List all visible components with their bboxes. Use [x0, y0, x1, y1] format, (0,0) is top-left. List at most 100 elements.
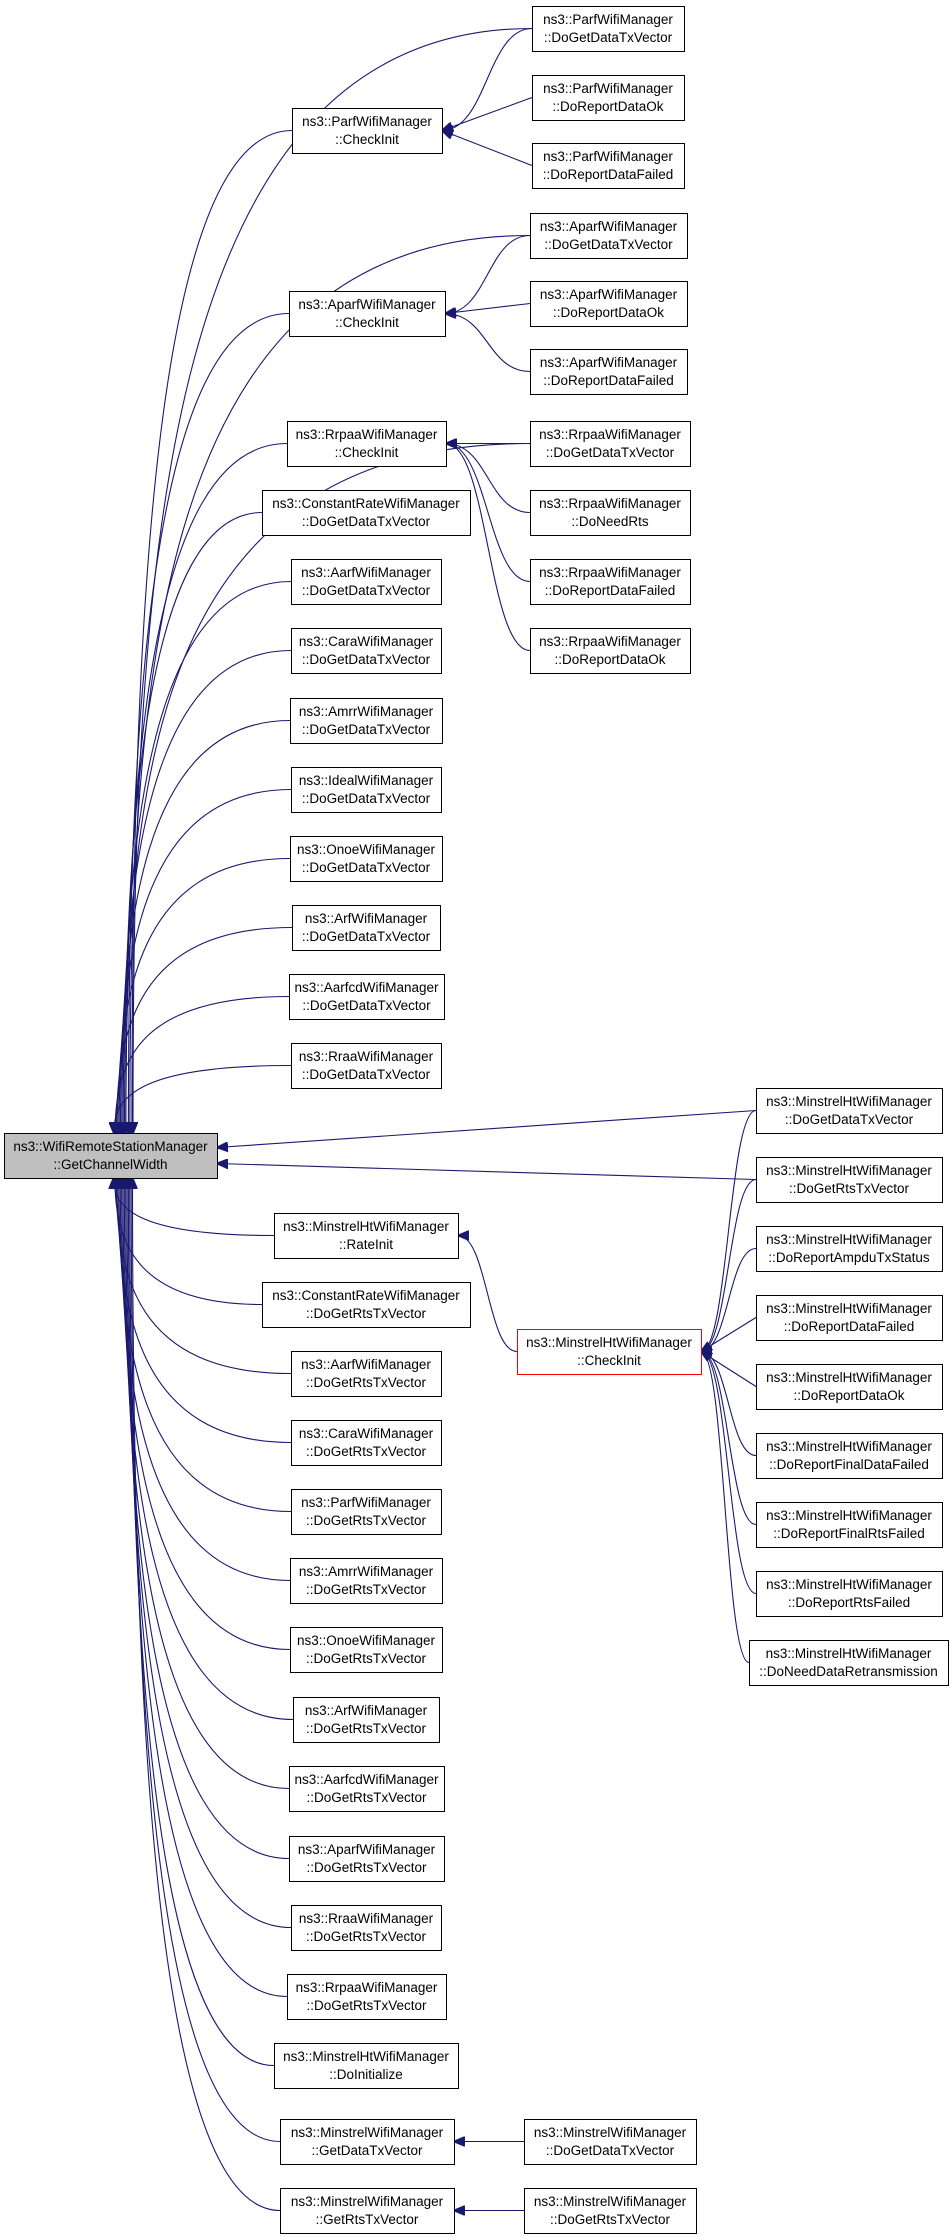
- node-label-line1: ns3::RrpaaWifiManager: [539, 634, 681, 649]
- node-label-line1: ns3::RrpaaWifiManager: [296, 427, 438, 442]
- graph-node-rrpaa-getdata[interactable]: ns3::RrpaaWifiManager::DoGetDataTxVector: [530, 421, 691, 467]
- graph-node-mht-ok[interactable]: ns3::MinstrelHtWifiManager::DoReportData…: [756, 1364, 943, 1410]
- call-edge: [127, 1178, 292, 1929]
- node-box: [530, 281, 688, 327]
- node-box: [289, 974, 445, 1020]
- graph-node-onoe-getdata[interactable]: ns3::OnoeWifiManager::DoGetDataTxVector: [290, 836, 443, 882]
- node-label-line2: ::DoGetDataTxVector: [785, 1112, 914, 1127]
- node-label-line1: ns3::ArfWifiManager: [305, 1703, 428, 1718]
- graph-node-mw-getdata[interactable]: ns3::MinstrelWifiManager::GetDataTxVecto…: [280, 2119, 455, 2165]
- node-label-line1: ns3::MinstrelWifiManager: [291, 2194, 444, 2209]
- graph-node-cara-getrts[interactable]: ns3::CaraWifiManager::DoGetRtsTxVector: [291, 1420, 442, 1466]
- graph-node-mw-dogetrts[interactable]: ns3::MinstrelWifiManager::DoGetRtsTxVect…: [524, 2188, 697, 2234]
- node-box: [290, 1558, 443, 1604]
- call-edge: [123, 580, 292, 1134]
- graph-node-rrpaa-getrts[interactable]: ns3::RrpaaWifiManager::DoGetRtsTxVector: [287, 1974, 447, 2020]
- node-label-line1: ns3::RraaWifiManager: [299, 1049, 434, 1064]
- call-edge: [445, 234, 531, 314]
- graph-node-parf-failed[interactable]: ns3::ParfWifiManager::DoReportDataFailed: [532, 143, 685, 189]
- graph-node-const-getrts[interactable]: ns3::ConstantRateWifiManager::DoGetRtsTx…: [262, 1282, 471, 1328]
- graph-node-arf-getrts[interactable]: ns3::ArfWifiManager::DoGetRtsTxVector: [293, 1697, 440, 1743]
- node-box: [532, 143, 685, 189]
- graph-node-aarfcd-getdata[interactable]: ns3::AarfcdWifiManager::DoGetDataTxVecto…: [289, 974, 445, 1020]
- node-box: [290, 1627, 443, 1673]
- graph-node-aparf-ok[interactable]: ns3::AparfWifiManager::DoReportDataOk: [530, 281, 688, 327]
- graph-node-parf-check[interactable]: ns3::ParfWifiManager::CheckInit: [292, 108, 443, 154]
- graph-node-parf-getrts[interactable]: ns3::ParfWifiManager::DoGetRtsTxVector: [291, 1489, 442, 1535]
- node-label-line2: ::DoGetDataTxVector: [302, 583, 431, 598]
- node-box: [756, 1571, 943, 1617]
- graph-node-mht-failed[interactable]: ns3::MinstrelHtWifiManager::DoReportData…: [756, 1295, 943, 1341]
- node-box: [756, 1226, 943, 1272]
- node-label-line1: ns3::AmrrWifiManager: [299, 1564, 434, 1579]
- node-label-line1: ns3::OnoeWifiManager: [297, 842, 436, 857]
- node-label-line2: ::DoReportDataFailed: [784, 1319, 915, 1334]
- call-edge: [124, 1178, 290, 1790]
- node-label-line2: ::RateInit: [339, 1237, 393, 1252]
- graph-node-rrpaa-needrts[interactable]: ns3::RrpaaWifiManager::DoNeedRts: [530, 490, 691, 536]
- graph-node-amrr-getrts[interactable]: ns3::AmrrWifiManager::DoGetRtsTxVector: [290, 1558, 443, 1604]
- node-label-line2: ::DoGetDataTxVector: [302, 652, 431, 667]
- node-label-line1: ns3::IdealWifiManager: [299, 773, 434, 788]
- node-label-line1: ns3::AparfWifiManager: [540, 219, 678, 234]
- graph-node-mht-rateinit[interactable]: ns3::MinstrelHtWifiManager::RateInit: [274, 1213, 459, 1259]
- graph-node-aparf-getrts[interactable]: ns3::AparfWifiManager::DoGetRtsTxVector: [289, 1836, 445, 1882]
- graph-node-amrr-getdata[interactable]: ns3::AmrrWifiManager::DoGetDataTxVector: [290, 698, 443, 744]
- graph-node-ideal-getdata[interactable]: ns3::IdealWifiManager::DoGetDataTxVector: [291, 767, 442, 813]
- graph-node-root[interactable]: ns3::WifiRemoteStationManager::GetChanne…: [4, 1133, 218, 1179]
- call-edge: [445, 302, 531, 314]
- graph-node-aparf-failed[interactable]: ns3::AparfWifiManager::DoReportDataFaile…: [530, 349, 688, 395]
- graph-node-rraa-getdata[interactable]: ns3::RraaWifiManager::DoGetDataTxVector: [291, 1043, 442, 1089]
- graph-node-aarfcd-getrts[interactable]: ns3::AarfcdWifiManager::DoGetRtsTxVector: [289, 1766, 445, 1812]
- node-box: [530, 213, 688, 259]
- node-box: [274, 2043, 459, 2089]
- graph-node-const-getdata[interactable]: ns3::ConstantRateWifiManager::DoGetDataT…: [262, 490, 471, 536]
- node-label-line1: ns3::RrpaaWifiManager: [296, 1980, 438, 1995]
- graph-node-cara-getdata[interactable]: ns3::CaraWifiManager::DoGetDataTxVector: [291, 628, 442, 674]
- graph-node-rraa-getrts[interactable]: ns3::RraaWifiManager::DoGetRtsTxVector: [291, 1905, 442, 1951]
- graph-node-mw-getrts[interactable]: ns3::MinstrelWifiManager::GetRtsTxVector: [280, 2188, 455, 2234]
- graph-node-mht-getdata[interactable]: ns3::MinstrelHtWifiManager::DoGetDataTxV…: [756, 1088, 943, 1134]
- graph-node-mht-rtsfailed[interactable]: ns3::MinstrelHtWifiManager::DoReportRtsF…: [756, 1571, 943, 1617]
- node-box: [532, 75, 685, 121]
- graph-node-aparf-getdata[interactable]: ns3::AparfWifiManager::DoGetDataTxVector: [530, 213, 688, 259]
- node-label-line1: ns3::ArfWifiManager: [305, 911, 428, 926]
- graph-node-mht-doinit[interactable]: ns3::MinstrelHtWifiManager::DoInitialize: [274, 2043, 459, 2089]
- node-label-line2: ::DoGetDataTxVector: [302, 722, 431, 737]
- graph-node-mht-ampdu[interactable]: ns3::MinstrelHtWifiManager::DoReportAmpd…: [756, 1226, 943, 1272]
- node-box: [274, 1213, 459, 1259]
- node-box: [291, 1905, 442, 1951]
- node-box: [530, 490, 691, 536]
- node-label-line1: ns3::AparfWifiManager: [298, 1842, 436, 1857]
- graph-node-onoe-getrts[interactable]: ns3::OnoeWifiManager::DoGetRtsTxVector: [290, 1627, 443, 1673]
- node-label-line1: ns3::MinstrelHtWifiManager: [766, 1094, 932, 1109]
- node-label-line1: ns3::MinstrelWifiManager: [291, 2125, 444, 2140]
- node-box: [532, 6, 685, 52]
- graph-node-mht-finaldata[interactable]: ns3::MinstrelHtWifiManager::DoReportFina…: [756, 1433, 943, 1479]
- graph-node-mht-getrts[interactable]: ns3::MinstrelHtWifiManager::DoGetRtsTxVe…: [756, 1157, 943, 1203]
- graph-node-mht-check[interactable]: ns3::MinstrelHtWifiManager::CheckInit: [517, 1329, 702, 1375]
- node-label-line2: ::DoGetRtsTxVector: [306, 1444, 427, 1459]
- graph-node-arf-getdata[interactable]: ns3::ArfWifiManager::DoGetDataTxVector: [292, 905, 441, 951]
- graph-node-parf-ok[interactable]: ns3::ParfWifiManager::DoReportDataOk: [532, 75, 685, 121]
- graph-node-aarf-getdata[interactable]: ns3::AarfWifiManager::DoGetDataTxVector: [291, 559, 442, 605]
- graph-node-aarf-getrts[interactable]: ns3::AarfWifiManager::DoGetRtsTxVector: [291, 1351, 442, 1397]
- node-label-line1: ns3::AparfWifiManager: [298, 297, 436, 312]
- node-label-line2: ::DoInitialize: [329, 2067, 403, 2082]
- graph-node-mht-finalrts[interactable]: ns3::MinstrelHtWifiManager::DoReportFina…: [756, 1502, 943, 1548]
- graph-node-mw-dogetdata[interactable]: ns3::MinstrelWifiManager::DoGetDataTxVec…: [524, 2119, 697, 2165]
- node-box: [293, 1697, 440, 1743]
- graph-node-rrpaa-check[interactable]: ns3::RrpaaWifiManager::CheckInit: [287, 421, 447, 467]
- call-edge: [128, 312, 290, 1134]
- node-label-line1: ns3::ParfWifiManager: [543, 12, 673, 27]
- graph-node-rrpaa-ok[interactable]: ns3::RrpaaWifiManager::DoReportDataOk: [530, 628, 691, 674]
- node-box: [291, 1420, 442, 1466]
- graph-node-rrpaa-failed[interactable]: ns3::RrpaaWifiManager::DoReportDataFaile…: [530, 559, 691, 605]
- call-edge: [701, 1352, 757, 1526]
- node-box: [530, 421, 691, 467]
- graph-node-mht-needretx[interactable]: ns3::MinstrelHtWifiManager::DoNeedDataRe…: [749, 1640, 949, 1686]
- node-label-line2: ::DoGetDataTxVector: [302, 929, 431, 944]
- graph-node-aparf-check[interactable]: ns3::AparfWifiManager::CheckInit: [289, 291, 446, 337]
- node-label-line1: ns3::RrpaaWifiManager: [539, 496, 681, 511]
- graph-node-parf-getdata[interactable]: ns3::ParfWifiManager::DoGetDataTxVector: [532, 6, 685, 52]
